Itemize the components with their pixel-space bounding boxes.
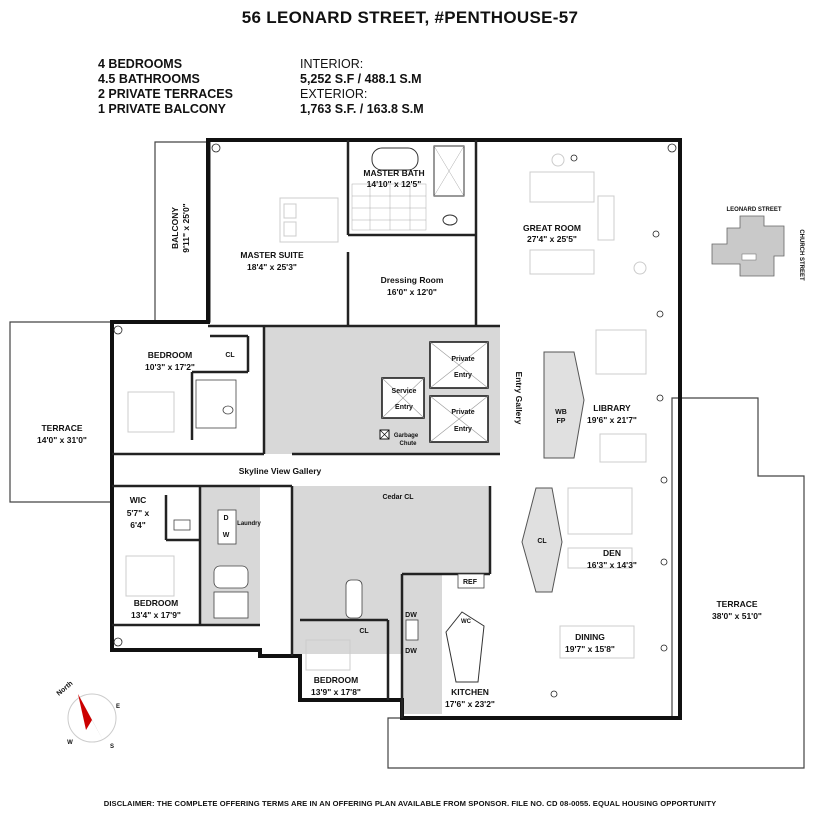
wb-fp-line2: FP [557,418,566,425]
refrigerator-label: REF [463,579,478,586]
master-bath-dim: 14'10" x 12'5" [367,179,422,189]
exterior-wall [110,138,682,720]
balcony-dim: 9'11" x 25'0" [181,203,191,252]
shower-icon [433,145,465,197]
dishwasher-2-label: DW [405,648,417,655]
stat-bedrooms: 4 BEDROOMS [98,57,183,71]
dryer-label: D [223,515,228,522]
compass-rose-icon: North E W S [56,680,120,750]
terrace-west-dim: 14'0" x 31'0" [37,435,87,445]
window-marks [113,143,677,698]
interior-value: 5,252 S.F / 488.1 S.M [300,72,422,86]
private-entry-1-line2: Entry [454,372,472,379]
bedroom-1-dim: 10'3" x 17'2" [145,362,195,372]
wc-label: WC [461,619,472,625]
unit-stats-right: INTERIOR: 5,252 S.F / 488.1 S.M EXTERIOR… [300,57,424,117]
stat-balcony: 1 PRIVATE BALCONY [98,102,227,116]
great-room-dim: 27'4" x 25'5" [527,234,577,244]
master-suite-name: MASTER SUITE [240,250,304,260]
den-closet-label: CL [537,538,547,545]
master-suite-dim: 18'4" x 25'3" [247,262,297,272]
bedroom-3-dim: 13'9" x 17'8" [311,687,361,697]
entry-gallery-label: Entry Gallery [514,372,524,425]
service-entry-line1: Service [392,388,417,395]
great-room-name: GREAT ROOM [523,223,581,233]
bedroom-furniture [125,391,351,671]
master-bath-name: MASTER BATH [363,168,424,178]
exterior-value: 1,763 S.F. / 163.8 S.M [300,102,424,116]
disclaimer-text: DISCLAIMER: THE COMPLETE OFFERING TERMS … [103,799,717,808]
den-name: DEN [603,548,621,558]
compass-south-label: S [110,744,114,750]
interior-label: INTERIOR: [300,57,364,71]
garbage-chute-line1: Garbage [394,433,419,439]
service-entry-box [381,377,425,419]
washer-label: W [223,532,230,539]
laundry-label: Laundry [237,521,261,527]
library-name: LIBRARY [593,403,631,413]
balcony-name: BALCONY [170,207,180,249]
bedroom-2-dim: 13'4" x 17'9" [131,610,181,620]
garbage-chute-box [379,429,390,440]
library-dim: 19'6" x 21'7" [587,415,637,425]
bedroom-3-name: BEDROOM [314,675,358,685]
den-fireplace-closet [521,487,563,593]
wic-name: WIC [130,495,147,505]
private-entry-1-line1: Private [451,356,474,363]
key-map: LEONARD STREET CHURCH STREET [711,207,804,281]
bath-fixtures [173,379,485,641]
service-entry-line2: Entry [395,404,413,411]
master-bath-floor-tiles [351,183,427,231]
kitchen-dim: 17'6" x 23'2" [445,699,495,709]
library-furniture [595,329,647,463]
bedroom-1-closet: CL [225,352,235,359]
page-title: 56 LEONARD STREET, #PENTHOUSE-57 [241,8,579,27]
compass-east-label: E [116,704,120,710]
private-entry-2-line2: Entry [454,426,472,433]
private-entry-2-line1: Private [451,409,474,416]
toilet-icon [442,214,458,226]
exterior-label: EXTERIOR: [300,87,368,101]
bedroom-2-name: BEDROOM [134,598,178,608]
compass-north-label: North [56,680,75,697]
terrace-east-dim: 38'0" x 51'0" [712,611,762,621]
terrace-west-name: TERRACE [41,423,82,433]
dressing-room-dim: 16'0" x 12'0" [387,287,437,297]
dining-name: DINING [575,632,605,642]
wic-dim-line1: 5'7" x [127,508,150,518]
interior-walls [112,140,500,718]
compass-west-label: W [67,740,73,746]
key-map-church-street: CHURCH STREET [798,229,804,281]
terrace-east-name: TERRACE [716,599,757,609]
garbage-chute-line2: Chute [400,441,418,447]
dining-dim: 19'7" x 15'8" [565,644,615,654]
stat-terraces: 2 PRIVATE TERRACES [98,87,233,101]
key-map-leonard-street: LEONARD STREET [726,207,781,213]
building-footprint-icon [711,215,785,277]
dishwasher-1-label: DW [405,612,417,619]
den-furniture [567,487,633,569]
bedroom-1-name: BEDROOM [148,350,192,360]
bathtub-icon [371,147,419,171]
skyline-gallery-label: Skyline View Gallery [239,466,322,476]
private-entry-box-1 [429,341,489,389]
bedroom-3-closet: CL [359,628,369,635]
library-fireplace [543,351,585,459]
kitchen-name: KITCHEN [451,687,489,697]
unit-stats-left: 4 BEDROOMS 4.5 BATHROOMS 2 PRIVATE TERRA… [98,57,233,117]
cedar-closet-label: Cedar CL [382,494,414,501]
wb-fp-line1: WB [555,409,567,416]
great-room-furniture [529,153,647,275]
kitchen-island [445,611,485,683]
den-dim: 16'3" x 14'3" [587,560,637,570]
dining-table [559,625,635,659]
wic-dim-line2: 6'4" [130,520,146,530]
stat-bathrooms: 4.5 BATHROOMS [98,72,200,86]
master-bed-icon [279,197,339,243]
terrace-west-outline [9,321,113,503]
private-entry-box-2 [429,395,489,443]
dressing-room-name: Dressing Room [381,275,444,285]
